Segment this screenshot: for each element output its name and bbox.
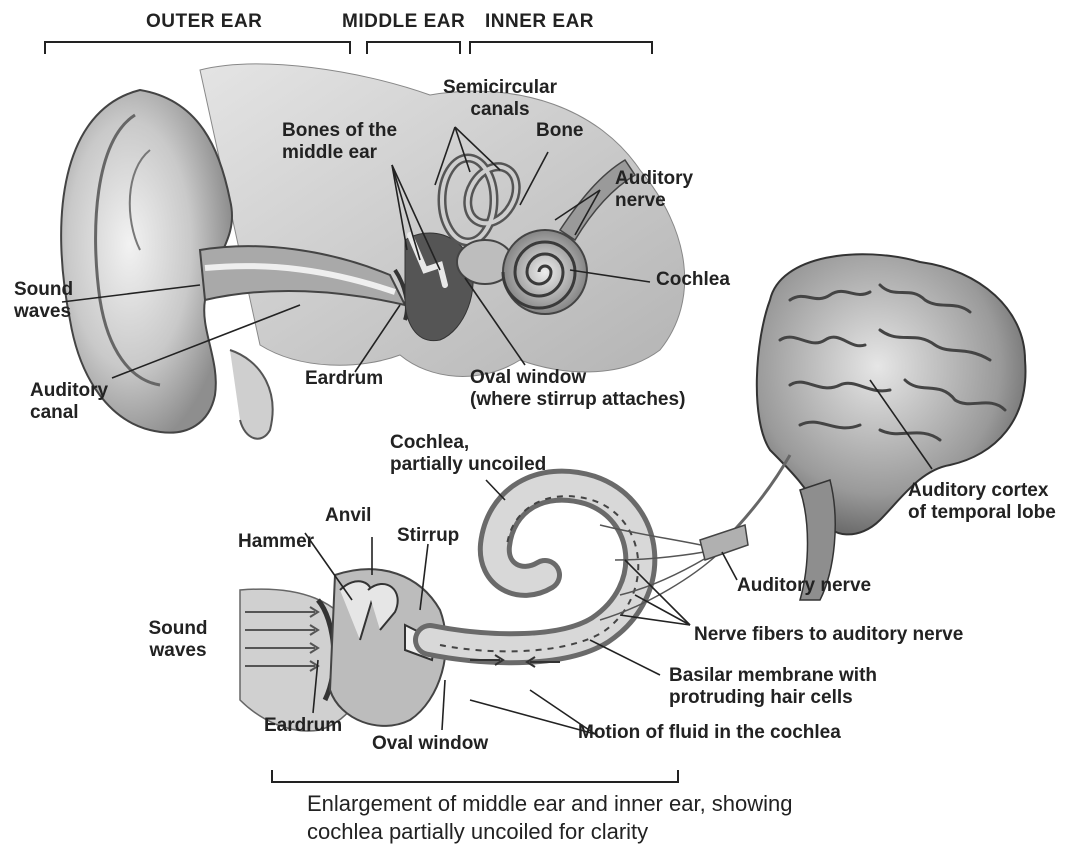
enlargement-bracket bbox=[272, 770, 678, 782]
outer-ear-label: OUTER EAR bbox=[146, 11, 262, 33]
middle-ear-bracket bbox=[367, 42, 460, 54]
enlargement-caption: Enlargement of middle ear and inner ear,… bbox=[307, 790, 793, 846]
oval-window-bottom-label: Oval window bbox=[372, 733, 488, 755]
auditory-canal-label: Auditory canal bbox=[30, 380, 108, 424]
oval-window-top-label: Oval window (where stirrup attaches) bbox=[470, 367, 685, 411]
nerve-fibers-label: Nerve fibers to auditory nerve bbox=[694, 624, 963, 646]
middle-ear-label: MIDDLE EAR bbox=[342, 11, 465, 33]
eardrum-bottom-label: Eardrum bbox=[264, 715, 342, 737]
cochlea-uncoiled-label: Cochlea, partially uncoiled bbox=[390, 432, 546, 476]
bones-middle-ear-label: Bones of the middle ear bbox=[282, 120, 397, 164]
outer-ear-bracket bbox=[45, 42, 350, 54]
brain-illustration bbox=[720, 254, 1025, 600]
fluid-motion-label: Motion of fluid in the cochlea bbox=[578, 722, 841, 744]
anvil-label: Anvil bbox=[325, 505, 371, 527]
semicircular-canals-label: Semicircular canals bbox=[440, 77, 560, 121]
basilar-membrane-label: Basilar membrane with protruding hair ce… bbox=[669, 665, 877, 709]
hammer-label: Hammer bbox=[238, 531, 314, 553]
stirrup-label: Stirrup bbox=[397, 525, 459, 547]
sound-waves-top-label: Sound waves bbox=[14, 279, 73, 323]
inner-ear-bracket bbox=[470, 42, 652, 54]
cochlea-label: Cochlea bbox=[656, 269, 730, 291]
auditory-nerve-bottom-label: Auditory nerve bbox=[737, 575, 871, 597]
inner-ear-label: INNER EAR bbox=[485, 11, 594, 33]
bone-label: Bone bbox=[536, 120, 584, 142]
auditory-cortex-label: Auditory cortex of temporal lobe bbox=[908, 480, 1056, 524]
eardrum-top-label: Eardrum bbox=[305, 368, 383, 390]
auditory-nerve-top-label: Auditory nerve bbox=[615, 168, 693, 212]
sound-waves-bottom-label: Sound waves bbox=[128, 618, 228, 662]
